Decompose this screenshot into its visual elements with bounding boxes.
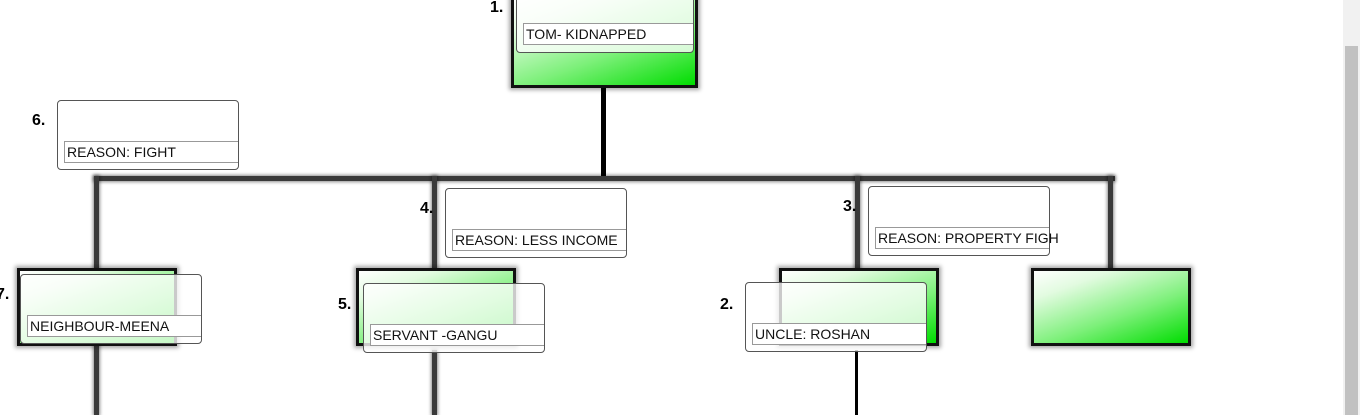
root-trunk-line bbox=[601, 84, 606, 180]
branch-line-servant bbox=[432, 176, 437, 274]
node-card-reason-property[interactable]: REASON: PROPERTY FIGH bbox=[868, 186, 1059, 256]
node-number-3: 3. bbox=[843, 198, 857, 215]
node-number-2: 2. bbox=[720, 296, 734, 313]
node-number-4: 4. bbox=[420, 200, 434, 217]
descender-line-uncle bbox=[855, 350, 858, 415]
node-label-uncle[interactable]: UNCLE: ROSHAN bbox=[752, 323, 926, 345]
descender-line-neighbour bbox=[94, 342, 99, 415]
node-card-neighbour[interactable]: NEIGHBOUR-MEENA bbox=[20, 274, 202, 344]
node-label-reason-property[interactable]: REASON: PROPERTY FIGH bbox=[875, 227, 1059, 249]
node-label-servant[interactable]: SERVANT -GANGU bbox=[370, 324, 544, 346]
branch-line-empty bbox=[1108, 176, 1113, 274]
horizontal-bus-line bbox=[94, 176, 1115, 181]
branch-line-neighbour bbox=[94, 176, 99, 274]
node-label-tom[interactable]: TOM- KIDNAPPED bbox=[523, 23, 693, 45]
node-card-reason-fight[interactable]: REASON: FIGHT bbox=[57, 100, 239, 170]
node-label-reason-fight[interactable]: REASON: FIGHT bbox=[64, 141, 238, 163]
node-label-reason-less-income[interactable]: REASON: LESS INCOME bbox=[452, 229, 626, 251]
node-card-tom[interactable]: TOM- KIDNAPPED bbox=[516, 0, 694, 53]
descender-line-servant bbox=[432, 350, 437, 415]
scrollbar-thumb[interactable] bbox=[1345, 46, 1358, 415]
node-card-servant[interactable]: SERVANT -GANGU bbox=[363, 283, 545, 353]
node-number-7: 7. bbox=[0, 286, 10, 303]
node-label-neighbour[interactable]: NEIGHBOUR-MEENA bbox=[27, 315, 201, 337]
node-card-uncle[interactable]: UNCLE: ROSHAN bbox=[745, 282, 927, 352]
node-card-reason-less-income[interactable]: REASON: LESS INCOME bbox=[445, 188, 627, 258]
node-number-1: 1. bbox=[490, 0, 504, 16]
node-number-6: 6. bbox=[32, 112, 46, 129]
node-number-5: 5. bbox=[338, 296, 352, 313]
node-box-empty[interactable] bbox=[1031, 268, 1191, 346]
branch-line-uncle bbox=[855, 176, 860, 274]
